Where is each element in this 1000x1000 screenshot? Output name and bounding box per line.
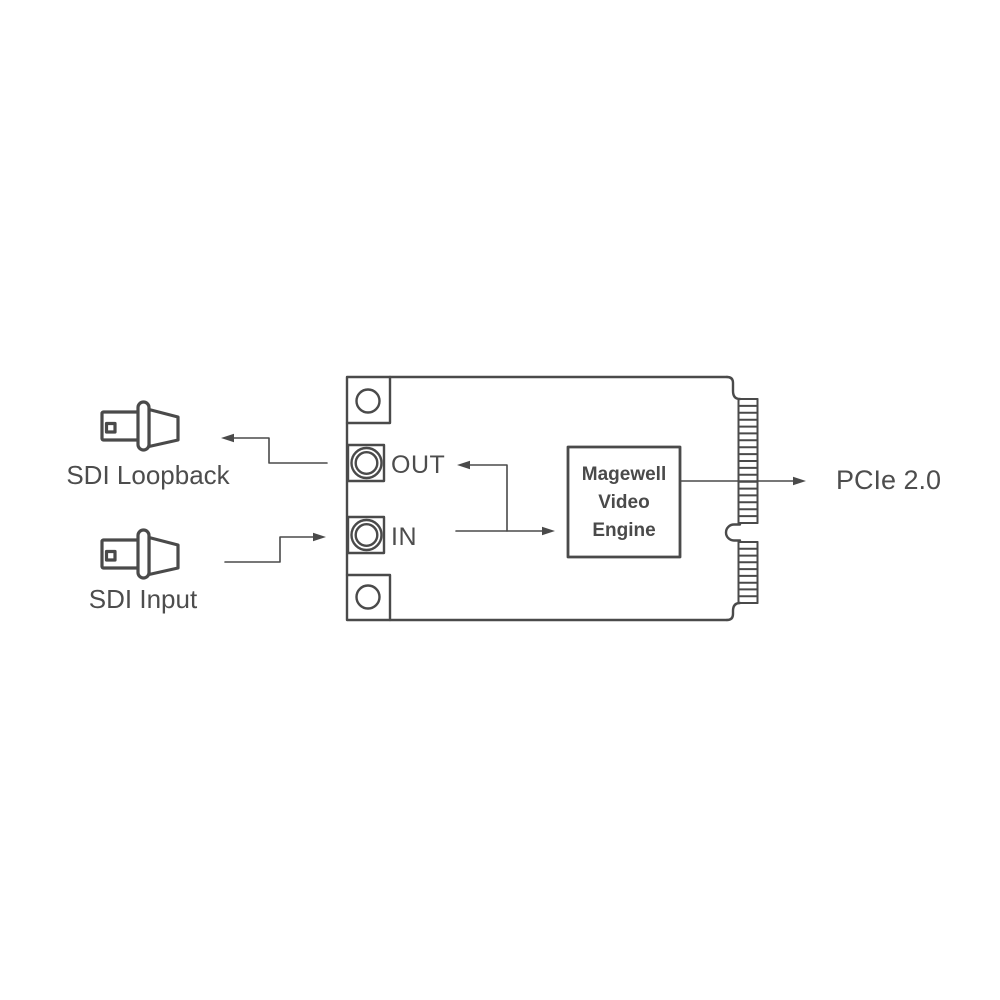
video-engine-label-line2: Video [598, 492, 650, 513]
video-engine-label: Magewell Video Engine [568, 461, 680, 545]
mounting-hole-top [345, 375, 392, 425]
card-edge-connector-teeth [724, 398, 759, 604]
sdi-loopback-label: SDI Loopback [66, 460, 230, 490]
edge-connector-key-notch [724, 523, 742, 542]
video-engine-label-line1: Magewell [581, 464, 667, 485]
video-engine-label-line3: Engine [592, 520, 656, 541]
arrow-loopback [221, 433, 328, 464]
out-port-connector [346, 443, 386, 483]
arrow-internal-out [457, 460, 508, 532]
arrow-input [224, 532, 326, 563]
mounting-hole-bottom [345, 573, 392, 622]
pcie-label: PCIe 2.0 [836, 465, 942, 495]
arrow-pcie [680, 476, 806, 486]
signal-arrows [221, 433, 806, 563]
in-port-label: IN [391, 523, 417, 551]
bnc-connector-icon-input [100, 528, 180, 580]
in-port-connector [346, 515, 386, 555]
bnc-connector-icon-loopback [100, 400, 180, 452]
pcie-card-outline [345, 375, 742, 622]
video-engine-box [566, 445, 682, 559]
arrow-internal-in [455, 526, 555, 536]
out-port-label: OUT [391, 451, 446, 479]
sdi-input-label: SDI Input [88, 584, 198, 614]
